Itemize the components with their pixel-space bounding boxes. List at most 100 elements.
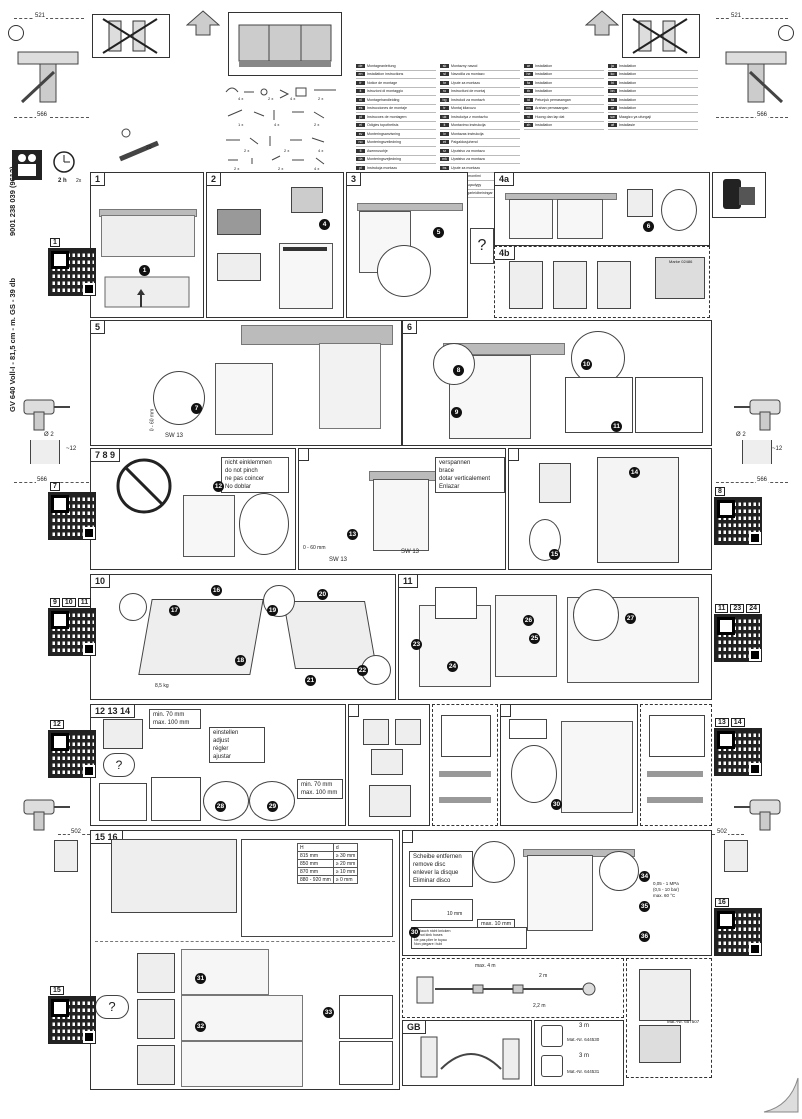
step-panel-2: 2 2 3 4 (206, 172, 344, 318)
language-code: lt (440, 123, 449, 128)
step-number: 12 13 14 (91, 705, 136, 718)
parts-callout: 20 (146, 145, 152, 151)
persons-label: 2x (76, 178, 82, 184)
language-title: Monteringsanvisning (367, 131, 400, 136)
adjust-note: einstellen adjust régler ajustar (209, 727, 265, 763)
step-number: 3 (347, 173, 362, 186)
language-code: lv (440, 131, 449, 136)
pressure-spec: 0,05 - 1 MPa (0,5 - 10 bar) max. 60 °C (653, 881, 680, 898)
question-bubble: ? (103, 753, 135, 777)
step-callout: 36 (639, 931, 650, 942)
step-panel-5: 5 7 0 - 60 mm SW 13 (90, 320, 402, 446)
language-code: nl (356, 97, 365, 102)
material-number: Mat.-Nr. 644530 (567, 1037, 600, 1042)
language-title: Installation (535, 72, 553, 77)
language-title: Instrukciya z montazhu (451, 114, 488, 119)
two-persons-hint: 2 h 2x (10, 148, 86, 196)
language-code: it (356, 89, 365, 94)
qr-code[interactable] (714, 908, 762, 956)
language-code: vi (524, 114, 533, 119)
language-code: el (356, 123, 365, 128)
cable-length: 3 m (579, 1053, 590, 1059)
no-pinch-icon (115, 457, 173, 515)
qr-code[interactable] (48, 730, 96, 778)
qr-code[interactable] (48, 996, 96, 1044)
language-title: Monteringsvejledning (367, 157, 401, 162)
language-title: Arahan pemasangan (535, 106, 569, 111)
dishwasher (373, 479, 429, 551)
step-number (509, 449, 519, 461)
language-code: bn (608, 89, 617, 94)
qr-code[interactable] (714, 728, 762, 776)
cabinet (101, 215, 195, 257)
language-code: ur (608, 106, 617, 111)
step-callout: 5 (433, 227, 444, 238)
qr-tags: 8 (715, 487, 727, 496)
step-number: GB (403, 1021, 426, 1034)
dishwasher (509, 199, 553, 239)
step-number: 2 (207, 173, 222, 186)
dishwasher (527, 855, 593, 931)
qr-tags: 15 (50, 986, 66, 995)
dimension-label: 0 - 60 mm (303, 545, 326, 551)
step-number: 6 (403, 321, 418, 334)
drill-icon (730, 394, 790, 439)
parts-qty-label: 4 x (314, 166, 320, 171)
qr-code[interactable] (48, 248, 96, 296)
language-title: Notice de montage (367, 80, 398, 85)
qr-code[interactable] (714, 614, 762, 662)
language-title: Instrucoes de montagem (367, 114, 407, 119)
parts-qty-label: 2 x (244, 148, 250, 153)
language-code: en (356, 72, 365, 77)
step-panel-4a: 4a 6 (494, 172, 710, 246)
qr-code[interactable] (48, 492, 96, 540)
step-callout: 17 (169, 605, 180, 616)
step-panel-7-8-9: 7 8 9 nicht einklemmen do not pinch ne p… (90, 448, 296, 570)
wrench-size: SW 13 (401, 549, 420, 555)
qr-code[interactable] (48, 608, 96, 656)
qr-code[interactable] (714, 497, 762, 545)
language-code: fi (356, 148, 365, 153)
drill-icon (14, 794, 74, 839)
step-panel-hose-extension: max. 4 m 2 m 2,2 m (402, 958, 624, 1018)
step-number: 7 8 9 (91, 449, 121, 462)
language-code: fr (356, 80, 365, 85)
step-callout: 16 (211, 585, 222, 596)
screw-hole-diagram (742, 440, 772, 464)
crosshair-icon (778, 25, 794, 41)
step-callout: 1 (139, 265, 150, 276)
language-title: Instrukcii za montazh (451, 97, 485, 102)
step-number: 5 (91, 321, 106, 334)
language-title: Paigaldusjuhend (451, 140, 478, 145)
weight-label: 8,5 kg (155, 683, 169, 689)
step-callout: 7 (191, 403, 202, 414)
step-number: 4a (495, 173, 515, 186)
language-title: Montazny navod (451, 63, 478, 68)
language-title: Montavimo instrukcija (451, 123, 486, 128)
step-callout: 13 (347, 529, 358, 540)
language-title: Installation (619, 106, 637, 111)
parts-qty-label: 2 x (278, 166, 284, 171)
step-panel-10: 10 16 17 18 19 20 21 22 8,5 kg (90, 574, 396, 700)
step-callout: 18 (235, 655, 246, 666)
dishwasher (215, 363, 273, 435)
drill-diameter: Ø 2 (736, 432, 746, 438)
language-code: pt (356, 114, 365, 119)
dishwasher (449, 355, 531, 439)
